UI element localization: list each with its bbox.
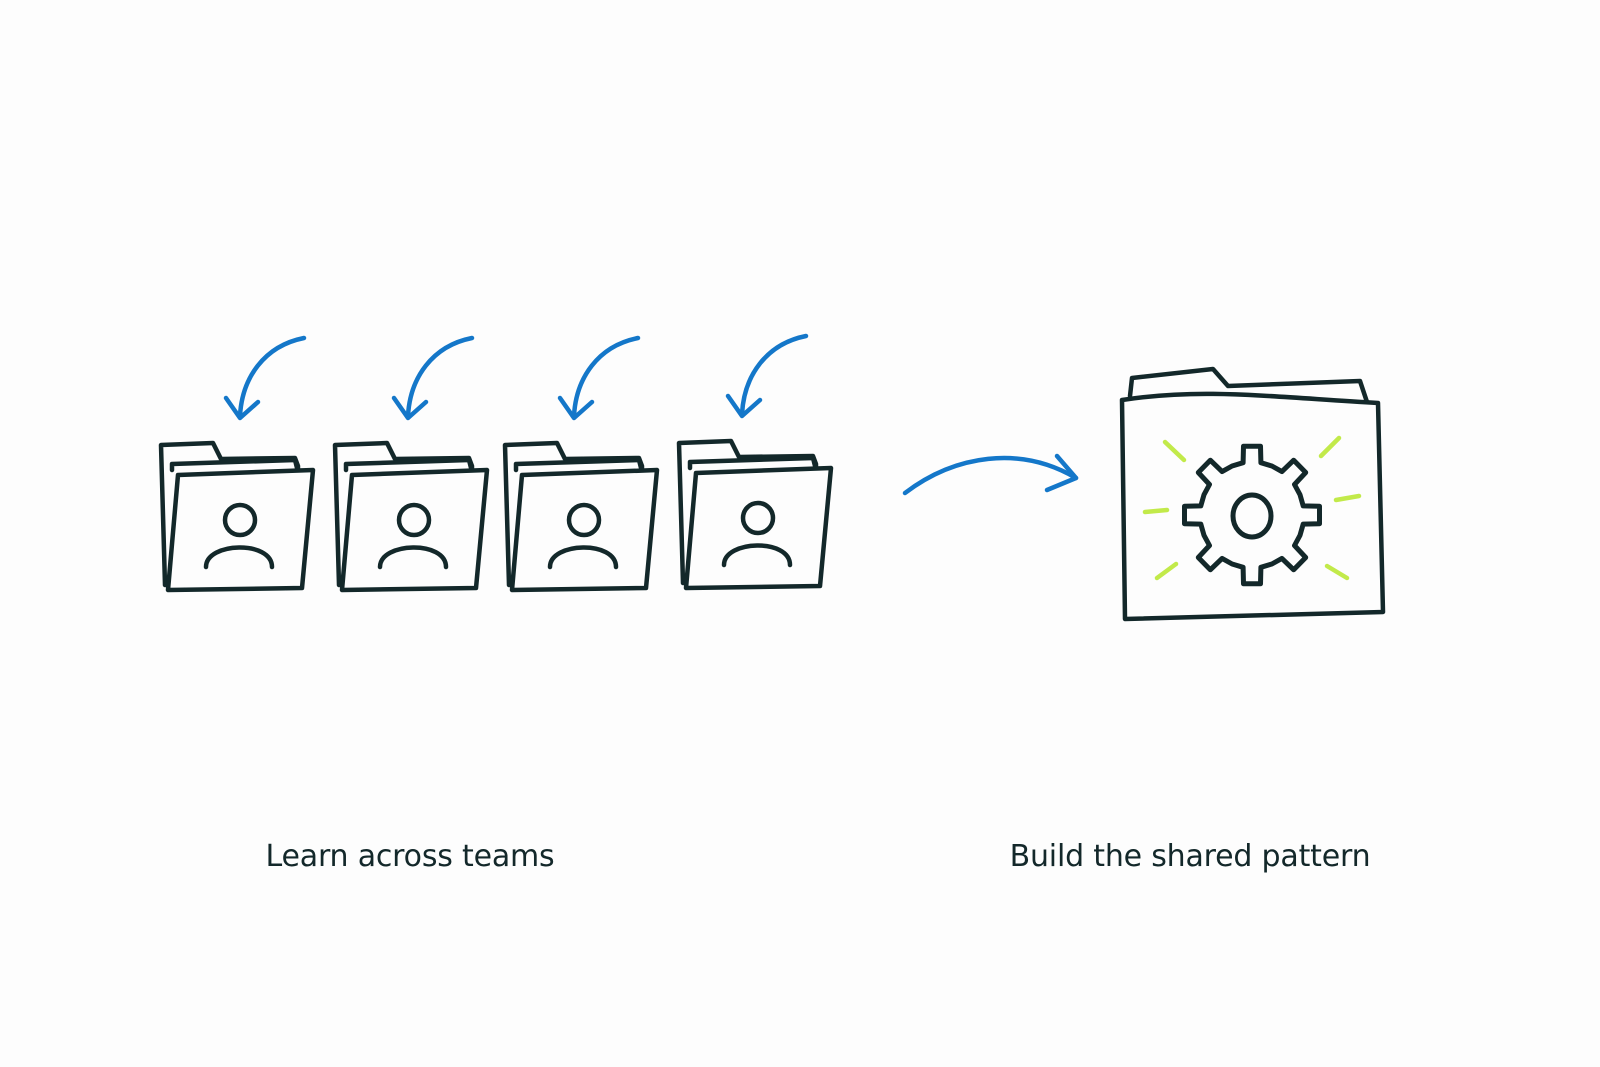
curved-arrow-down-icon	[226, 338, 304, 418]
team-folder-group	[161, 336, 831, 590]
curved-arrow-down-icon	[560, 338, 638, 418]
user-folder-icon	[505, 443, 657, 590]
user-folder-icon	[335, 443, 487, 590]
caption-learn-across-teams: Learn across teams	[265, 839, 555, 874]
caption-build-shared-pattern: Build the shared pattern	[1009, 839, 1371, 874]
gear-folder-icon	[1119, 366, 1386, 622]
curved-arrow-down-icon	[728, 336, 806, 416]
user-folder-icon	[679, 441, 831, 588]
curved-arrow-down-icon	[394, 338, 472, 418]
gear-icon	[1182, 443, 1322, 587]
user-folder-icon	[161, 443, 313, 590]
glow-rays	[1142, 435, 1362, 581]
curved-arrow-right-icon	[902, 453, 1079, 496]
